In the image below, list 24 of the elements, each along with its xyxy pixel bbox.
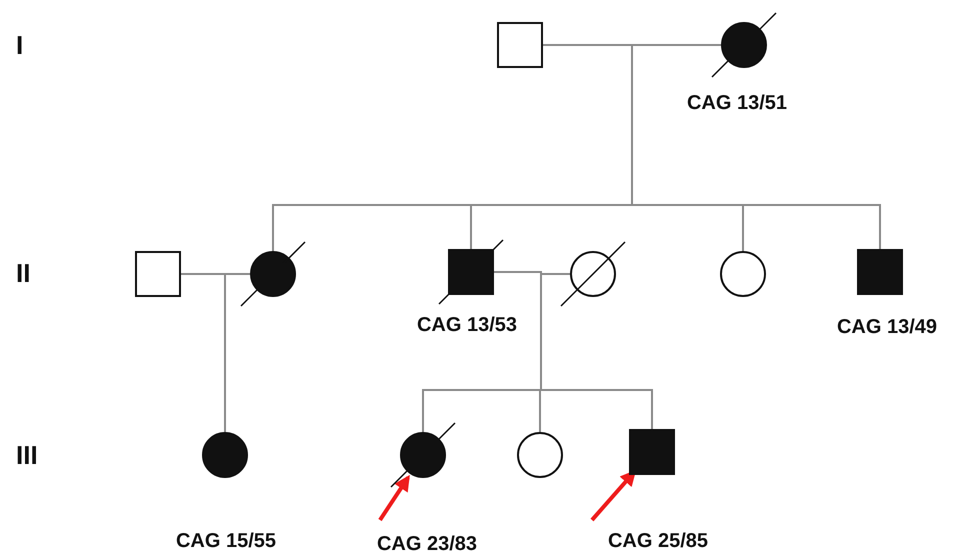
female-symbol (570, 251, 616, 297)
affected-male-symbol (857, 249, 903, 295)
allele-label: CAG 23/83 (376, 533, 478, 556)
allele-label: CAG 13/53 (416, 314, 518, 337)
affected-male-symbol (448, 249, 494, 295)
generation-label: I (16, 30, 24, 61)
allele-label: CAG 13/51 (686, 92, 788, 115)
affected-female-symbol (400, 432, 446, 478)
female-symbol (720, 251, 766, 297)
generation-label: III (16, 440, 38, 471)
proband-arrow (378, 474, 410, 522)
male-symbol (497, 22, 543, 68)
male-symbol (135, 251, 181, 297)
female-symbol (517, 432, 563, 478)
pedigree-line (224, 273, 250, 432)
generation-label: II (16, 258, 30, 289)
affected-female-symbol (250, 251, 296, 297)
pedigree-line (540, 273, 653, 429)
allele-label: CAG 25/85 (608, 530, 708, 553)
affected-male-symbol (629, 429, 675, 475)
allele-label: CAG 15/55 (176, 530, 276, 553)
affected-female-symbol (202, 432, 248, 478)
allele-label: CAG 13/49 (836, 316, 938, 339)
affected-female-symbol (721, 22, 767, 68)
